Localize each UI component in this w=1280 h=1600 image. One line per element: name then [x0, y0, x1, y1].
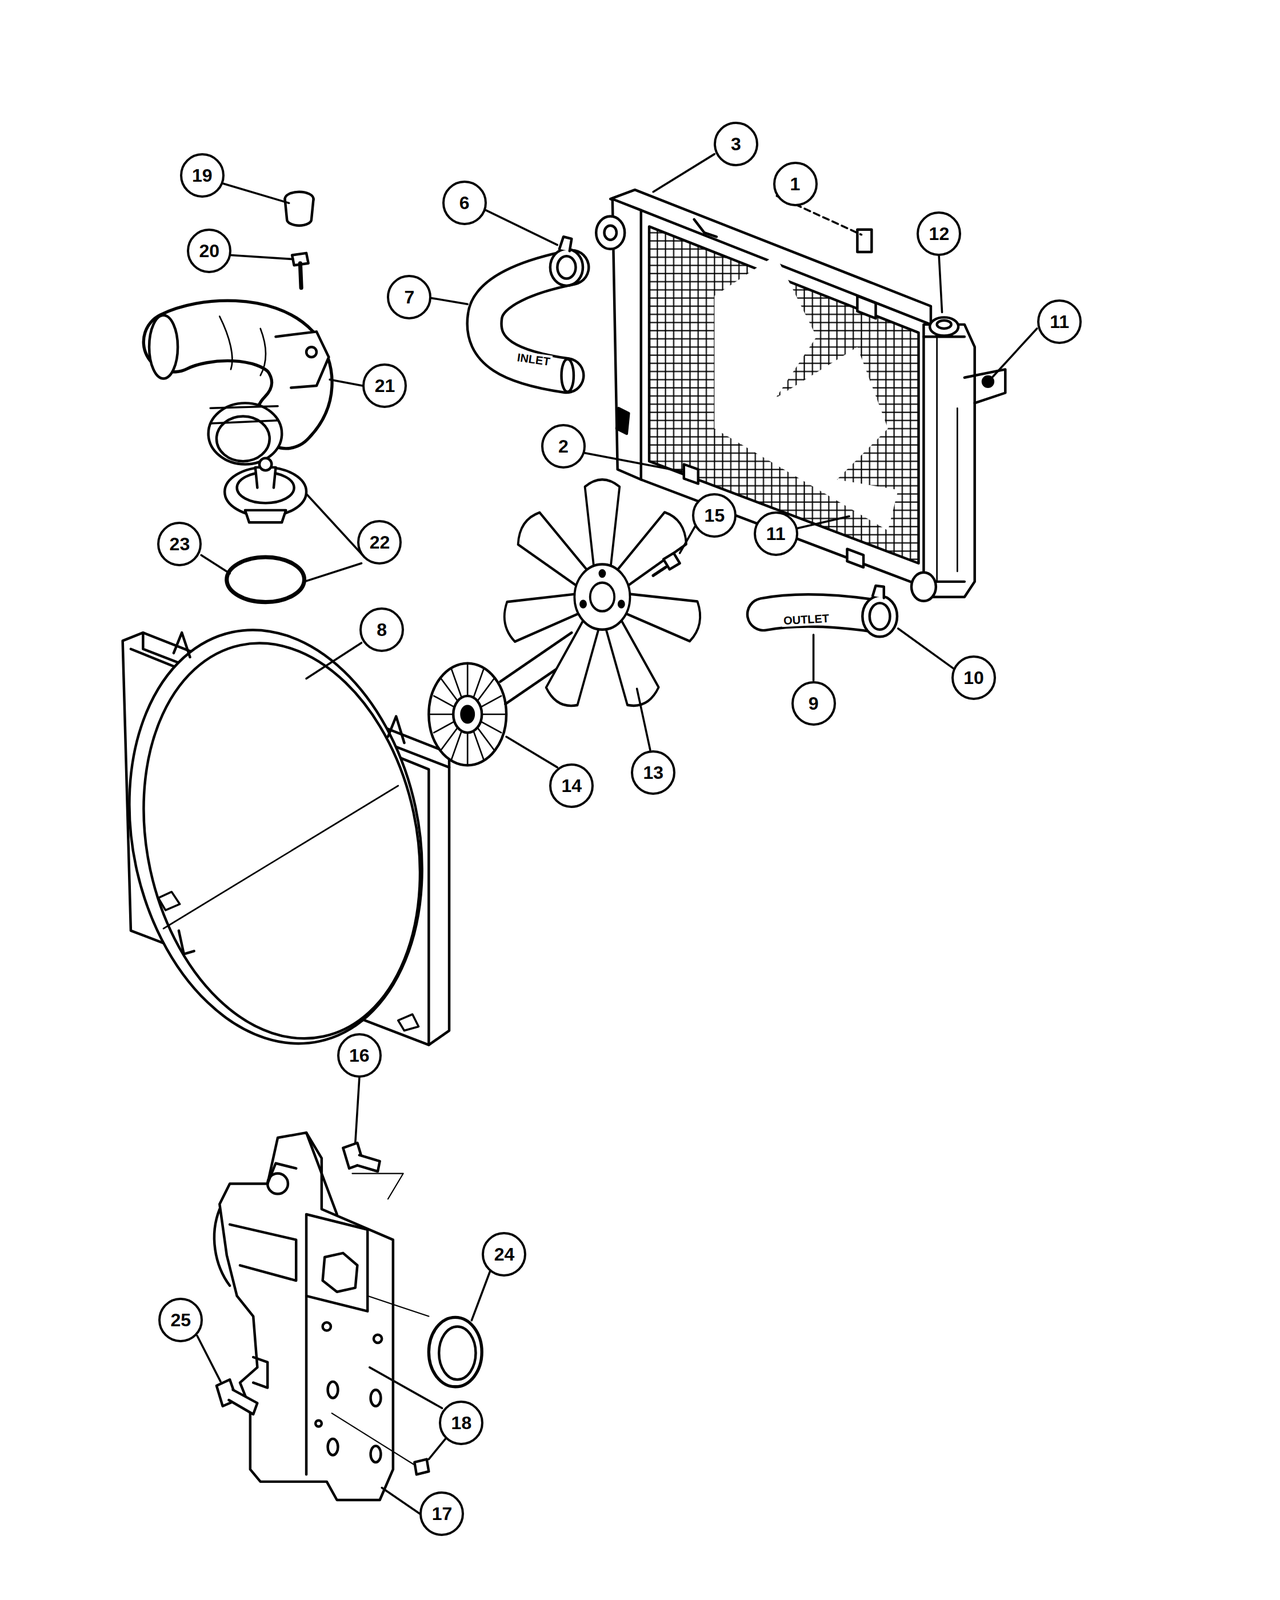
callout-number: 13 — [642, 763, 664, 782]
callout-number: 25 — [170, 1310, 191, 1330]
callout-number: 24 — [494, 1245, 515, 1264]
callout-number: 1 — [790, 174, 801, 194]
callout-circle: 24 — [481, 1232, 527, 1277]
callout-circle: 17 — [419, 1491, 464, 1536]
callout-number: 15 — [704, 506, 726, 525]
callout-circle: 11 — [1037, 299, 1082, 344]
pump-bracket — [214, 1132, 394, 1500]
fan-shroud — [92, 602, 459, 1071]
callout-circle: 11 — [753, 511, 799, 556]
callout-circle: 14 — [549, 763, 594, 808]
callout-circle: 9 — [791, 681, 836, 726]
cap — [285, 192, 314, 226]
callout-circle: 1 — [773, 161, 818, 207]
fan — [501, 479, 704, 712]
callout-circle: 20 — [186, 228, 232, 274]
callout-circle: 13 — [630, 750, 676, 795]
callout-number: 9 — [808, 694, 819, 713]
callout-circle: 25 — [158, 1297, 203, 1343]
bracket-bolt — [342, 1142, 403, 1199]
housing-bolt — [292, 253, 309, 288]
callout-circle: 6 — [442, 180, 487, 226]
callout-number: 11 — [766, 524, 786, 543]
thermostat — [224, 458, 307, 523]
callout-number: 14 — [561, 776, 583, 795]
callout-number: 11 — [1049, 312, 1070, 331]
callout-number: 12 — [929, 224, 950, 243]
callout-circle: 22 — [357, 520, 402, 565]
pump-gasket — [367, 1296, 482, 1387]
upper-hose — [484, 236, 583, 392]
callout-number: 23 — [169, 534, 191, 554]
callout-circle: 8 — [359, 607, 404, 652]
callout-circle: 15 — [692, 493, 737, 538]
callout-number: 6 — [459, 193, 470, 212]
callout-number: 2 — [558, 437, 569, 456]
callout-number: 16 — [349, 1046, 370, 1065]
callout-circle: 12 — [916, 211, 962, 256]
callout-number: 22 — [369, 533, 391, 552]
callout-number: 21 — [374, 376, 396, 395]
callout-circle: 19 — [180, 153, 225, 198]
lower-hose — [763, 585, 898, 637]
callout-number: 8 — [376, 620, 387, 639]
callout-number: 10 — [963, 668, 984, 687]
callout-circle: 23 — [157, 521, 202, 567]
callout-circle: 10 — [951, 655, 996, 700]
callout-number: 18 — [451, 1413, 472, 1432]
gasket — [226, 557, 305, 603]
callout-number: 19 — [192, 166, 213, 185]
callout-number: 7 — [404, 288, 415, 307]
pump-bolt — [216, 1379, 258, 1415]
callout-circle: 2 — [541, 424, 586, 469]
dowel-pin — [332, 1413, 430, 1475]
callout-circle: 3 — [713, 121, 759, 167]
callout-number: 20 — [198, 241, 220, 260]
callout-circle: 7 — [386, 274, 432, 320]
thermostat-housing — [149, 315, 329, 465]
callout-number: 17 — [432, 1504, 453, 1523]
callout-circle: 21 — [362, 363, 407, 408]
callout-number: 3 — [730, 134, 742, 154]
callout-circle: 16 — [337, 1033, 382, 1078]
fan-bolt — [653, 553, 680, 576]
leader-lines — [197, 154, 1038, 1515]
callout-circle: 18 — [438, 1400, 484, 1446]
radiator — [596, 189, 1006, 602]
